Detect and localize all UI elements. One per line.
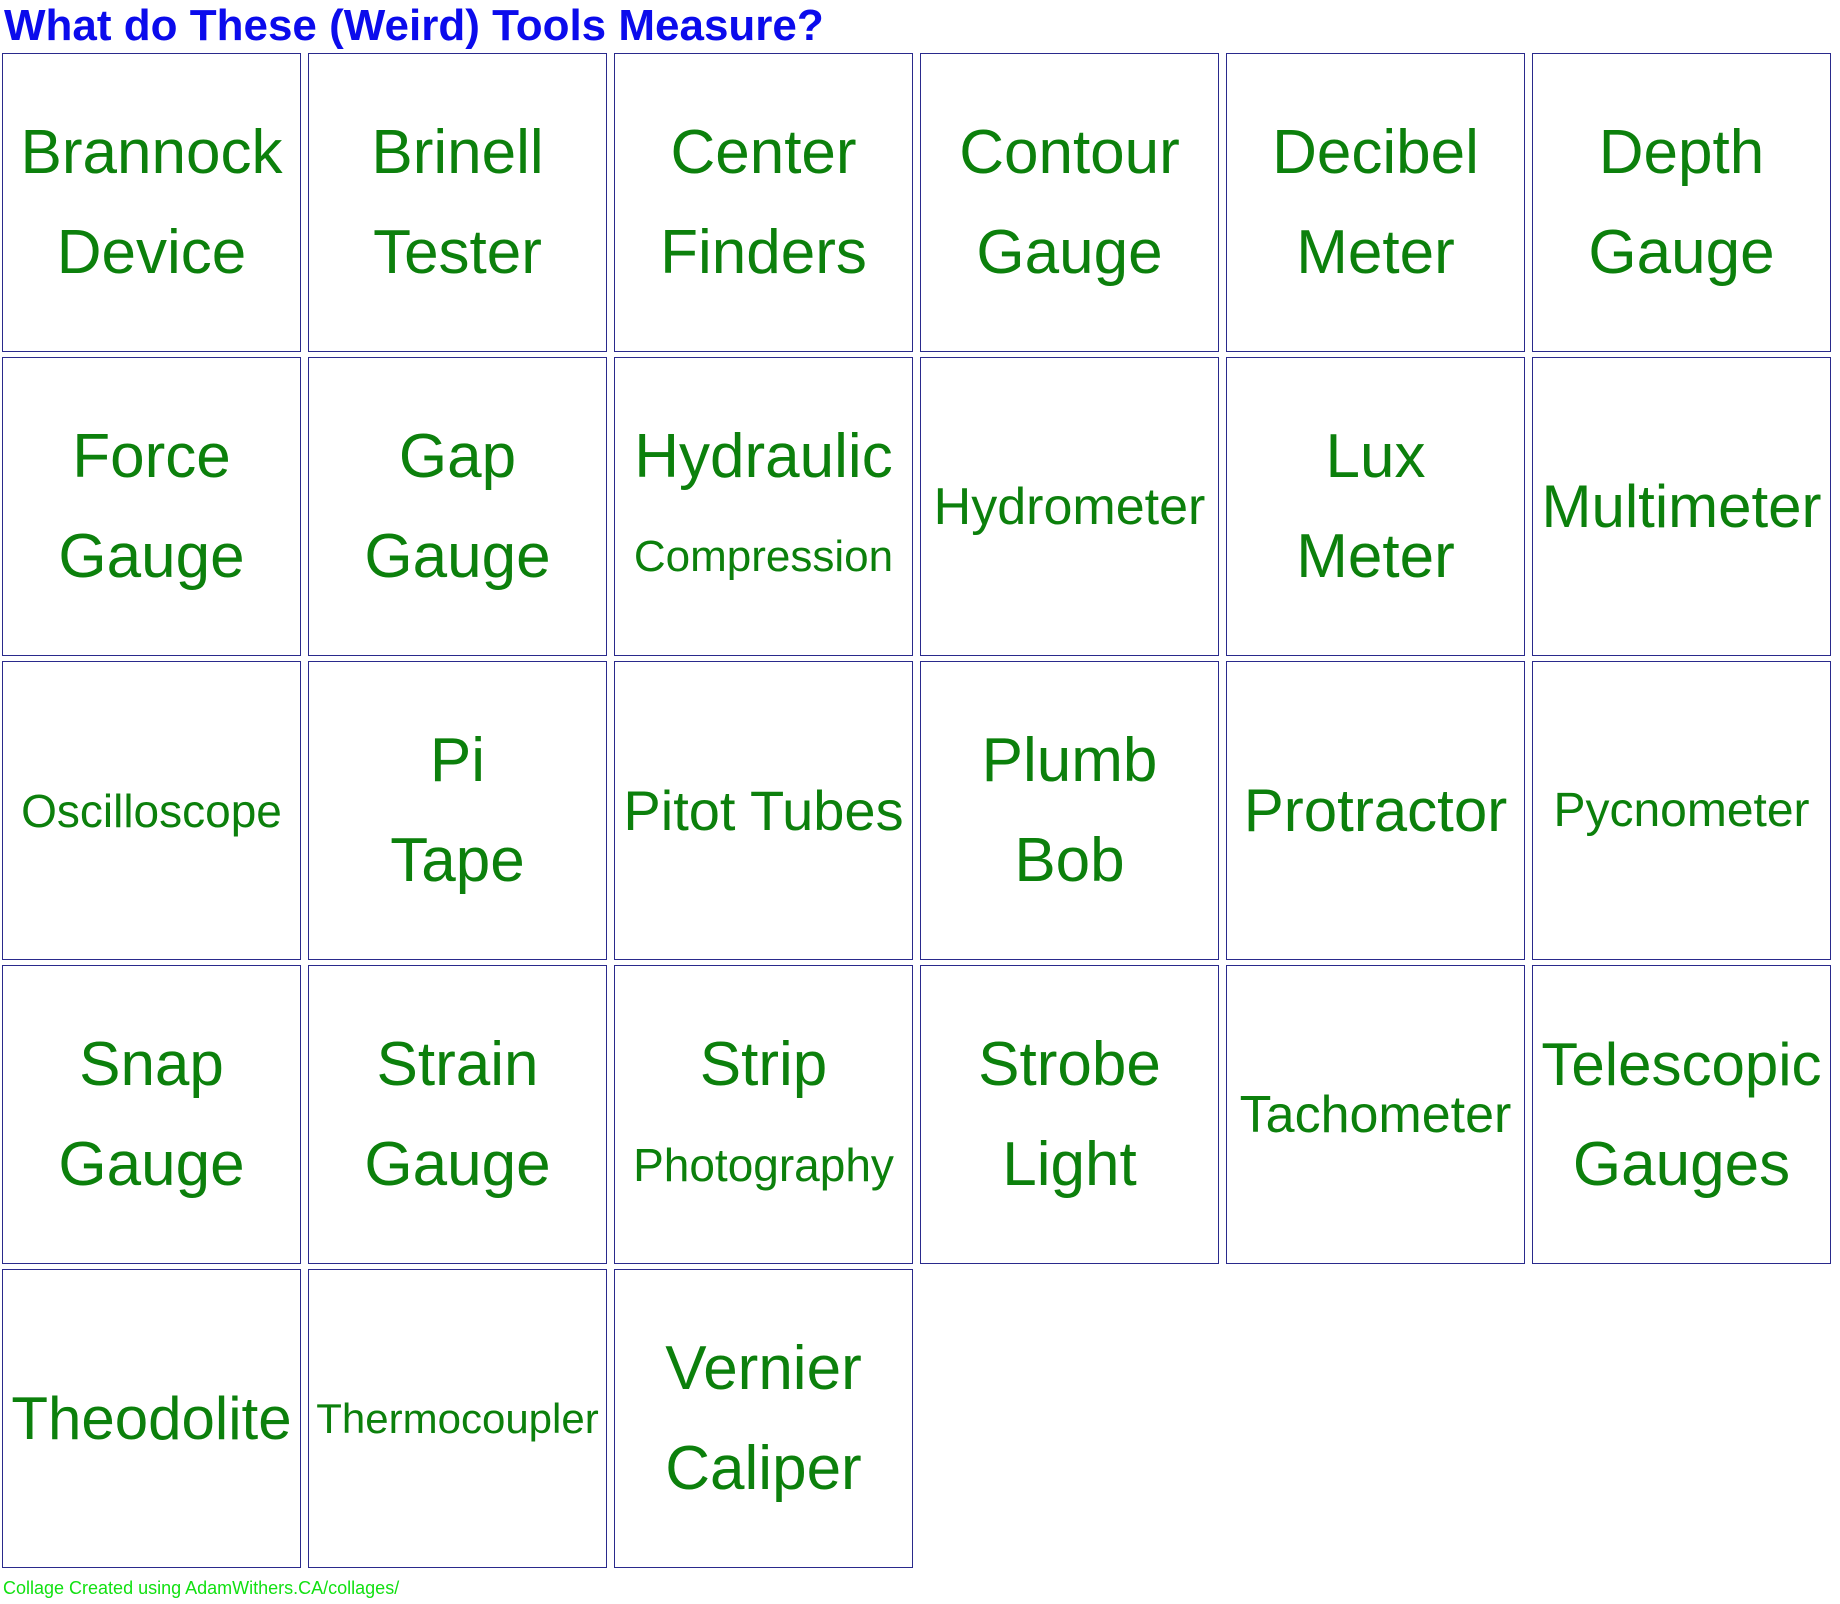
page-title: What do These (Weird) Tools Measure? (4, 1, 824, 50)
tile-label-line: Photography (633, 1138, 894, 1191)
tile-label-line: Meter (1296, 217, 1455, 287)
tile-label-line: Hydraulic (634, 421, 893, 491)
tile-label-line: Gauge (1588, 217, 1775, 287)
tile-label-line: Pi (429, 725, 486, 795)
tile-label-line: Oscilloscope (21, 784, 282, 837)
footer-credit: Collage Created using AdamWithers.CA/col… (3, 1578, 400, 1598)
tile-tachometer: Tachometer (1226, 965, 1525, 1264)
tile-label-line: Strobe (978, 1029, 1161, 1099)
tile-label-line: Gauge (364, 1129, 551, 1199)
tile-label-line: Depth (1598, 117, 1765, 187)
tile-label-line: Gap (398, 421, 517, 491)
tile-label-line: Telescopic (1541, 1030, 1822, 1098)
tile-label-line: Gauges (1572, 1129, 1791, 1199)
tile-label-line: Gauge (58, 1129, 245, 1199)
tile-thermocoupler: Thermocoupler (308, 1269, 607, 1568)
tile-label-line: Tachometer (1239, 1085, 1512, 1144)
tile-protractor: Protractor (1226, 661, 1525, 960)
tile-label-line: Contour (959, 117, 1180, 187)
tile-label-line: Multimeter (1541, 472, 1822, 540)
tile-label-line: Tape (390, 825, 525, 895)
tile-label-line: Brannock (20, 117, 283, 187)
tile-label-line: Center (670, 117, 857, 187)
tile-label-line: Hydrometer (933, 477, 1206, 536)
tile-label-line: Theodolite (11, 1384, 292, 1452)
tile-label-line: Decibel (1272, 117, 1479, 187)
tile-pitot-tubes: Pitot Tubes (614, 661, 913, 960)
tile-label-line: Bob (1014, 825, 1125, 895)
tile-label-line: Tester (373, 217, 542, 287)
tile-label-line: Strain (376, 1029, 539, 1099)
tile-label-line: Pycnometer (1553, 783, 1810, 837)
tile-label-line: Compression (633, 531, 894, 581)
tile-label-line: Force (72, 421, 231, 491)
tile-label-line: Light (1002, 1129, 1137, 1199)
tile-label-line: Snap (79, 1029, 224, 1099)
tile-label-line: Strip (699, 1029, 828, 1099)
tile-label-line: Device (56, 217, 247, 287)
tile-label-line: Gauge (364, 521, 551, 591)
tile-multimeter: Multimeter (1532, 357, 1831, 656)
tile-label-line: Gauge (976, 217, 1163, 287)
tile-pycnometer: Pycnometer (1532, 661, 1831, 960)
tile-label-line: Brinell (371, 117, 544, 187)
tile-label-line: Plumb (981, 725, 1158, 795)
tile-theodolite: Theodolite (2, 1269, 301, 1568)
tile-label-line: Thermocoupler (316, 1394, 599, 1442)
tile-oscilloscope: Oscilloscope (2, 661, 301, 960)
tile-label-line: Finders (660, 217, 867, 287)
tile-label-line: Vernier (665, 1333, 862, 1403)
tile-hydrometer: Hydrometer (920, 357, 1219, 656)
tile-label-line: Gauge (58, 521, 245, 591)
tile-label-line: Pitot Tubes (623, 778, 904, 842)
tile-label-line: Caliper (665, 1433, 862, 1503)
tile-label-line: Protractor (1243, 776, 1508, 844)
tile-label-line: Meter (1296, 521, 1455, 591)
tile-label-line: Lux (1325, 421, 1426, 491)
